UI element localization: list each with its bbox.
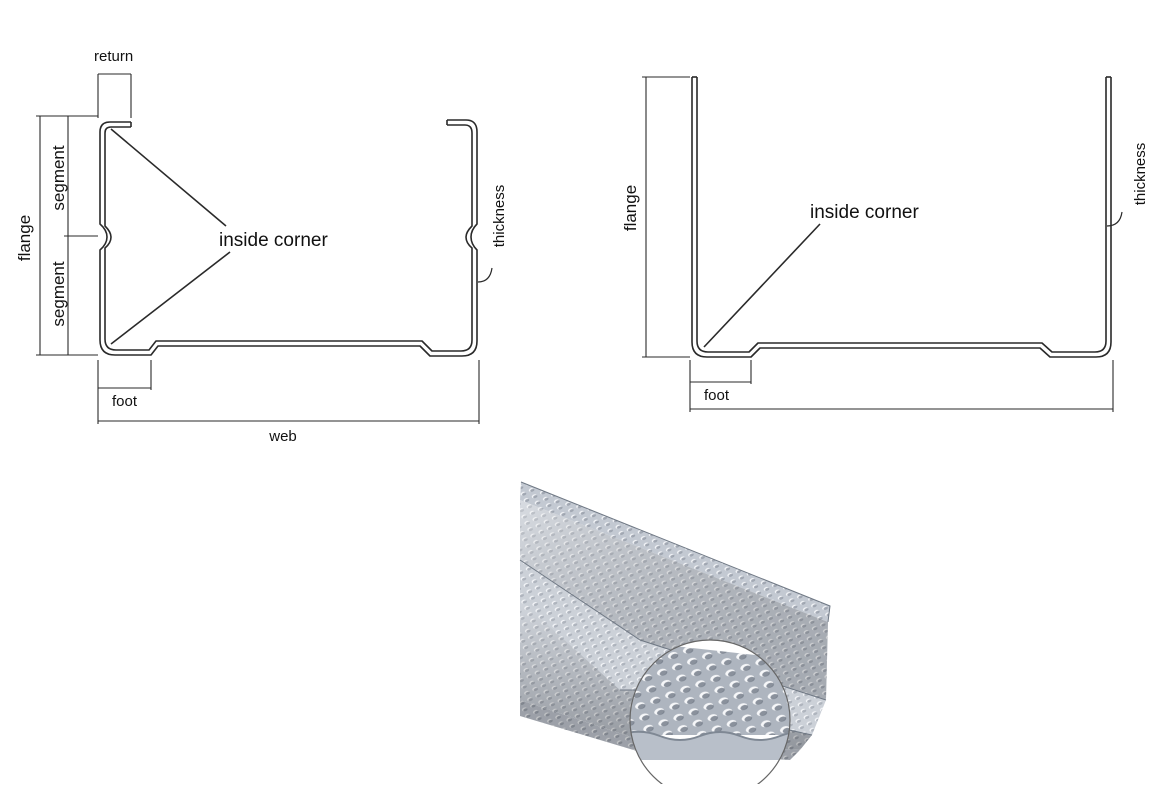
label-web: web [268,428,297,445]
dimension-flange [36,115,98,356]
label-flange-left: flange [15,215,34,261]
label-segment-upper: segment [49,145,68,210]
leader-inside-corner-left [110,128,231,345]
left-profile-diagram: return flange segment segment inside cor… [15,48,508,445]
embossed-stud-photo [519,481,831,789]
leader-thickness-right [1106,211,1123,227]
right-profile-diagram: flange inside corner thickness foot [621,76,1149,412]
stud-back-lip [520,482,830,622]
dimension-return [97,73,132,118]
dimension-web [98,360,480,424]
label-inside-corner-left: inside corner [219,230,328,251]
label-flange-right: flange [621,185,640,231]
label-segment-lower: segment [49,261,68,326]
magnifier-detail [630,640,790,789]
label-inside-corner-right: inside corner [810,202,919,223]
dimension-foot-left [97,360,152,424]
label-thickness-right: thickness [1132,143,1149,206]
leader-thickness-left [477,267,493,283]
label-foot-right: foot [704,387,730,404]
magnifier-circle [629,639,791,789]
dimension-flange-right [642,76,690,358]
label-thickness-left: thickness [491,185,508,248]
dimension-foot-right [689,360,1114,412]
leader-inside-corner-right [703,223,821,348]
label-return: return [94,48,133,65]
right-profile-outline [691,76,1112,358]
dimension-segments [64,116,98,355]
label-foot-left: foot [112,393,138,410]
left-profile-outline [99,119,478,357]
